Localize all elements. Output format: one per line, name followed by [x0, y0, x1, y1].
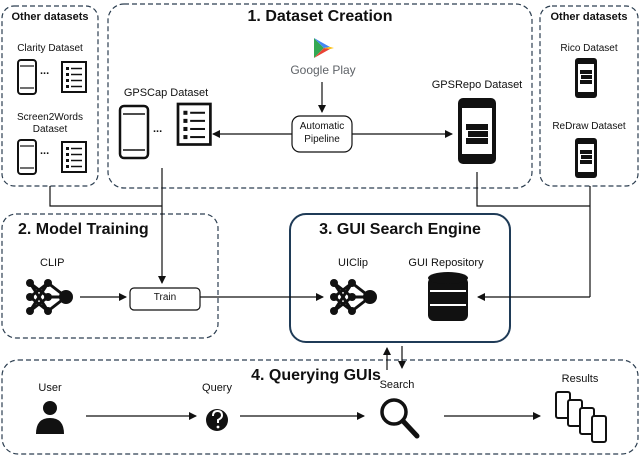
redraw-label: ReDraw Dataset [552, 121, 626, 132]
panel-dataset-creation [107, 3, 533, 189]
train-box [129, 287, 201, 311]
gpscap-label: GPSCap Dataset [123, 87, 209, 99]
screen2words-ellipsis: ... [40, 145, 50, 157]
line-left-datasets-to-train [49, 186, 162, 207]
clarity-doc-icon [61, 61, 87, 93]
gpscap-ellipsis: ... [153, 123, 163, 135]
clarity-label: Clarity Dataset [17, 43, 83, 54]
uiclip-label: UIClip [338, 257, 368, 269]
model-training-title: 2. Model Training [18, 221, 149, 238]
panel-model-training [1, 213, 219, 339]
question-icon [206, 409, 228, 431]
clip-network-icon [24, 277, 75, 317]
pipeline-label-line2: Pipeline [304, 134, 340, 145]
panel-search-engine [289, 213, 511, 343]
other-datasets-right-title: Other datasets [550, 11, 628, 23]
pipeline-label-line1: Automatic [299, 121, 345, 132]
redraw-phone-icon [575, 138, 597, 178]
query-label: Query [202, 382, 232, 394]
search-label: Search [379, 379, 415, 391]
gpsrepo-phone-icon [458, 98, 496, 164]
google-play-label: Google Play [290, 63, 356, 77]
panel-querying [1, 359, 639, 455]
rico-label: Rico Dataset [560, 43, 618, 54]
search-engine-title: 3. GUI Search Engine [319, 221, 481, 238]
screen2words-label-line1: Screen2Words [17, 112, 83, 123]
clip-label: CLIP [40, 257, 65, 269]
gpscap-doc-icon [176, 102, 212, 146]
search-magnifier-icon [380, 398, 420, 439]
uiclip-network-icon [328, 277, 379, 317]
gpscap-phone-icon [118, 104, 150, 160]
results-label: Results [561, 373, 599, 385]
panel-other-datasets-left [1, 5, 99, 187]
database-icon [428, 272, 468, 321]
gpsrepo-label: GPSRepo Dataset [431, 79, 523, 91]
clarity-ellipsis: ... [40, 65, 50, 77]
user-label: User [38, 382, 62, 394]
dataset-creation-title: 1. Dataset Creation [247, 8, 393, 25]
line-gpsrepo-to-repository [476, 172, 590, 207]
clarity-phone-icon [17, 59, 37, 95]
train-label: Train [153, 292, 177, 303]
google-play-logo-icon [314, 38, 334, 58]
screen2words-phone-icon [17, 139, 37, 175]
screen2words-label-line2: Dataset [32, 124, 68, 135]
results-phones-icon [555, 391, 607, 443]
screen2words-doc-icon [61, 141, 87, 173]
other-datasets-left-title: Other datasets [11, 11, 89, 23]
gui-repository-label: GUI Repository [408, 257, 484, 269]
querying-title: 4. Querying GUIs [251, 367, 381, 384]
user-icon [36, 401, 64, 434]
rico-phone-icon [575, 58, 597, 98]
panel-other-datasets-right [539, 5, 639, 187]
